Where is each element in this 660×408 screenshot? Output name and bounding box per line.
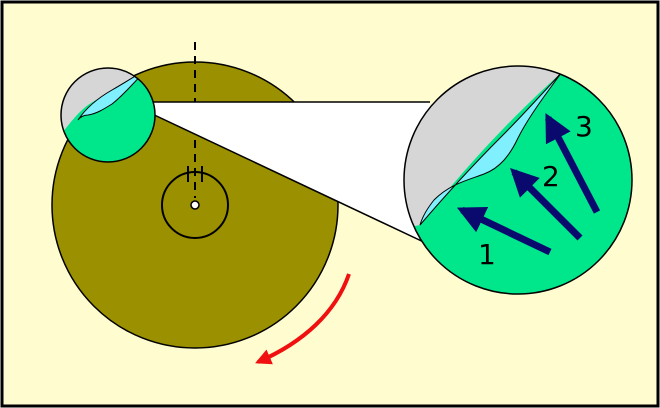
detail-big-outline: [403, 65, 633, 295]
detail-small-outline: [60, 67, 156, 163]
flow-arrow-3: [544, 113, 601, 214]
flow-arrow-1: [456, 206, 552, 256]
arrow-label-1: 1: [478, 238, 496, 271]
arrow-label-3: 3: [575, 110, 593, 143]
flow-arrow-2: [510, 168, 583, 241]
magnifier-cone: [148, 102, 430, 245]
curved-arrow-counterclockwise-icon: [255, 273, 351, 365]
cone-edge-bottom: [147, 111, 431, 246]
hub-dot: [190, 200, 200, 210]
arrow-label-2: 2: [542, 160, 560, 193]
